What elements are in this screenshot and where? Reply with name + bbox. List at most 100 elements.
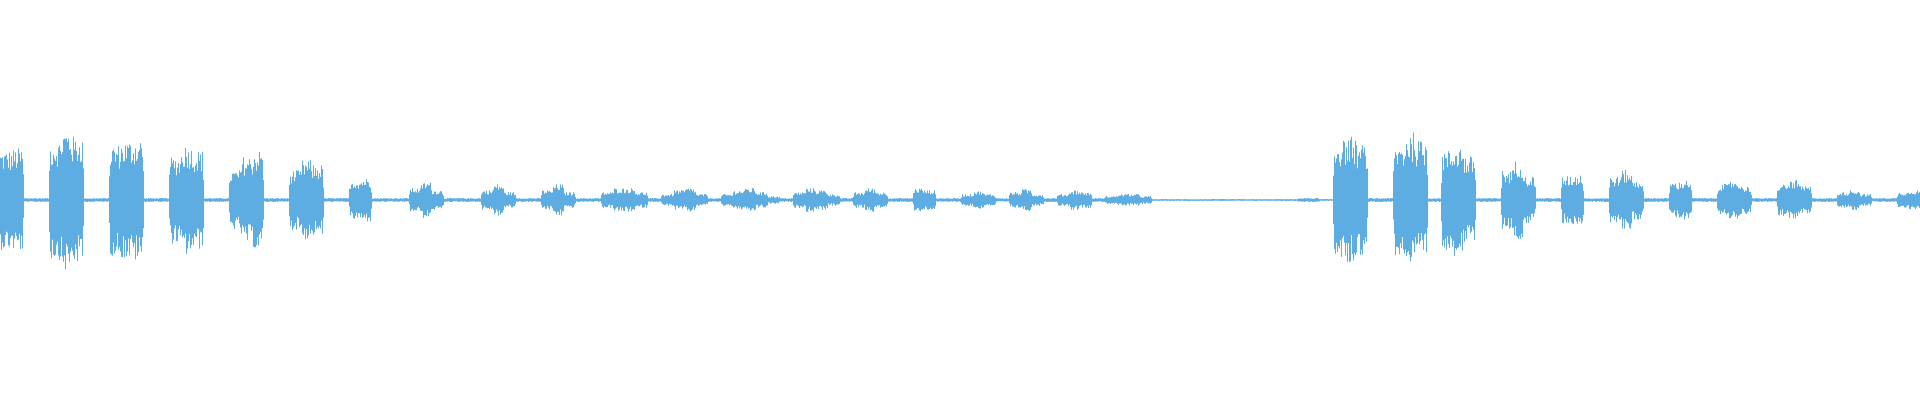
waveform-bin bbox=[888, 198, 900, 202]
waveform-bin bbox=[240, 157, 252, 240]
waveform-bin bbox=[1344, 136, 1356, 262]
waveform-bin bbox=[1704, 198, 1716, 202]
waveform-bin bbox=[348, 184, 360, 219]
waveform-bin bbox=[960, 194, 972, 206]
waveform-bin bbox=[1464, 156, 1476, 242]
waveform-bin bbox=[636, 192, 648, 208]
waveform-bin bbox=[996, 198, 1008, 202]
waveform-bin bbox=[96, 198, 108, 202]
waveform-bin bbox=[1872, 198, 1884, 202]
waveform-bin bbox=[840, 198, 852, 202]
waveform-bin bbox=[1308, 198, 1320, 202]
waveform-bin bbox=[60, 138, 72, 270]
waveform-bin bbox=[864, 188, 876, 212]
waveform-bin bbox=[1452, 149, 1464, 256]
waveform-bin bbox=[1860, 194, 1872, 206]
waveform-bin bbox=[1752, 198, 1764, 202]
waveform-bin bbox=[36, 198, 48, 202]
waveform-bin bbox=[1728, 181, 1740, 219]
waveform-bin bbox=[1764, 198, 1776, 202]
waveform-bin bbox=[228, 170, 240, 229]
waveform-bin bbox=[1908, 190, 1920, 210]
waveform-bin bbox=[1320, 199, 1332, 201]
waveform-bin bbox=[696, 194, 708, 206]
waveform-bin bbox=[912, 188, 924, 211]
waveform-bin bbox=[780, 198, 792, 202]
waveform-bin bbox=[804, 188, 816, 212]
waveform-bin bbox=[1248, 199, 1260, 201]
waveform-bin bbox=[72, 136, 84, 261]
waveform-bin bbox=[1632, 182, 1644, 220]
waveform-bin bbox=[660, 194, 672, 206]
waveform-bin bbox=[1884, 198, 1896, 202]
waveform-bin bbox=[1020, 189, 1032, 211]
waveform-bin bbox=[1620, 170, 1632, 229]
waveform-bin bbox=[1536, 198, 1548, 202]
waveform-bin bbox=[744, 188, 756, 211]
waveform-bin bbox=[1056, 194, 1068, 206]
waveform-bin bbox=[792, 192, 804, 208]
waveform-bin bbox=[684, 188, 696, 212]
waveform-bin bbox=[588, 198, 600, 202]
waveform-bin bbox=[972, 191, 984, 209]
waveform-bin bbox=[564, 192, 576, 208]
waveform-bin bbox=[720, 194, 732, 206]
waveform-bin bbox=[24, 198, 36, 202]
waveform-bin bbox=[624, 188, 636, 212]
waveform-bin bbox=[456, 198, 468, 202]
waveform-bin bbox=[492, 184, 504, 216]
waveform-bin bbox=[516, 198, 528, 202]
waveform-bin bbox=[312, 165, 324, 235]
waveform-bin bbox=[1524, 177, 1536, 223]
waveform-bin bbox=[732, 191, 744, 210]
waveform-bin bbox=[1656, 198, 1668, 202]
waveform-bin bbox=[1812, 198, 1824, 202]
waveform-bin bbox=[1740, 186, 1752, 214]
waveform-bin bbox=[108, 146, 120, 256]
waveform-bin bbox=[1224, 199, 1236, 201]
waveform-bin bbox=[0, 152, 12, 250]
waveform-bin bbox=[1560, 176, 1572, 224]
waveform-bin bbox=[360, 179, 372, 222]
waveform-bin bbox=[876, 192, 888, 208]
waveform-bin bbox=[324, 198, 336, 202]
waveform-bin bbox=[1176, 199, 1188, 201]
waveform-bin bbox=[84, 198, 96, 202]
waveform-bin bbox=[1440, 151, 1452, 250]
waveform-bin bbox=[120, 144, 132, 258]
waveform-bin bbox=[264, 198, 276, 202]
waveform-bin bbox=[192, 151, 204, 249]
waveform-bin bbox=[1824, 198, 1836, 202]
waveform-bin bbox=[1260, 199, 1272, 201]
waveform-bin bbox=[1140, 196, 1152, 204]
waveform-bin bbox=[1044, 198, 1056, 202]
waveform-bin bbox=[1644, 198, 1656, 202]
waveform-bin bbox=[1284, 199, 1296, 201]
waveform-bin bbox=[1392, 152, 1404, 256]
waveform-bin bbox=[420, 182, 432, 218]
waveform-bin bbox=[1488, 198, 1500, 202]
waveform-bin bbox=[252, 152, 264, 248]
waveform-bin bbox=[132, 143, 144, 260]
waveform-bin bbox=[1548, 198, 1560, 202]
waveform-bin bbox=[1380, 198, 1392, 202]
waveform-bin bbox=[408, 188, 420, 212]
waveform-bin bbox=[1128, 194, 1140, 206]
waveform-bin bbox=[1200, 199, 1212, 201]
waveform-bin bbox=[1356, 145, 1368, 255]
waveform-bin bbox=[528, 198, 540, 202]
waveform-bin bbox=[708, 198, 720, 202]
waveform-bin bbox=[852, 192, 864, 208]
waveform-bin bbox=[144, 198, 156, 202]
waveform-bin bbox=[1164, 199, 1176, 201]
waveform-bin bbox=[1368, 198, 1380, 202]
waveform-bin bbox=[1800, 186, 1812, 214]
waveform-bin bbox=[180, 147, 192, 254]
waveform-bin bbox=[936, 198, 948, 202]
waveform-bin bbox=[924, 190, 936, 210]
waveform-bin bbox=[1296, 198, 1308, 202]
waveform-bin bbox=[900, 198, 912, 202]
waveform-bin bbox=[1716, 184, 1728, 215]
waveform-bin bbox=[1104, 196, 1116, 204]
